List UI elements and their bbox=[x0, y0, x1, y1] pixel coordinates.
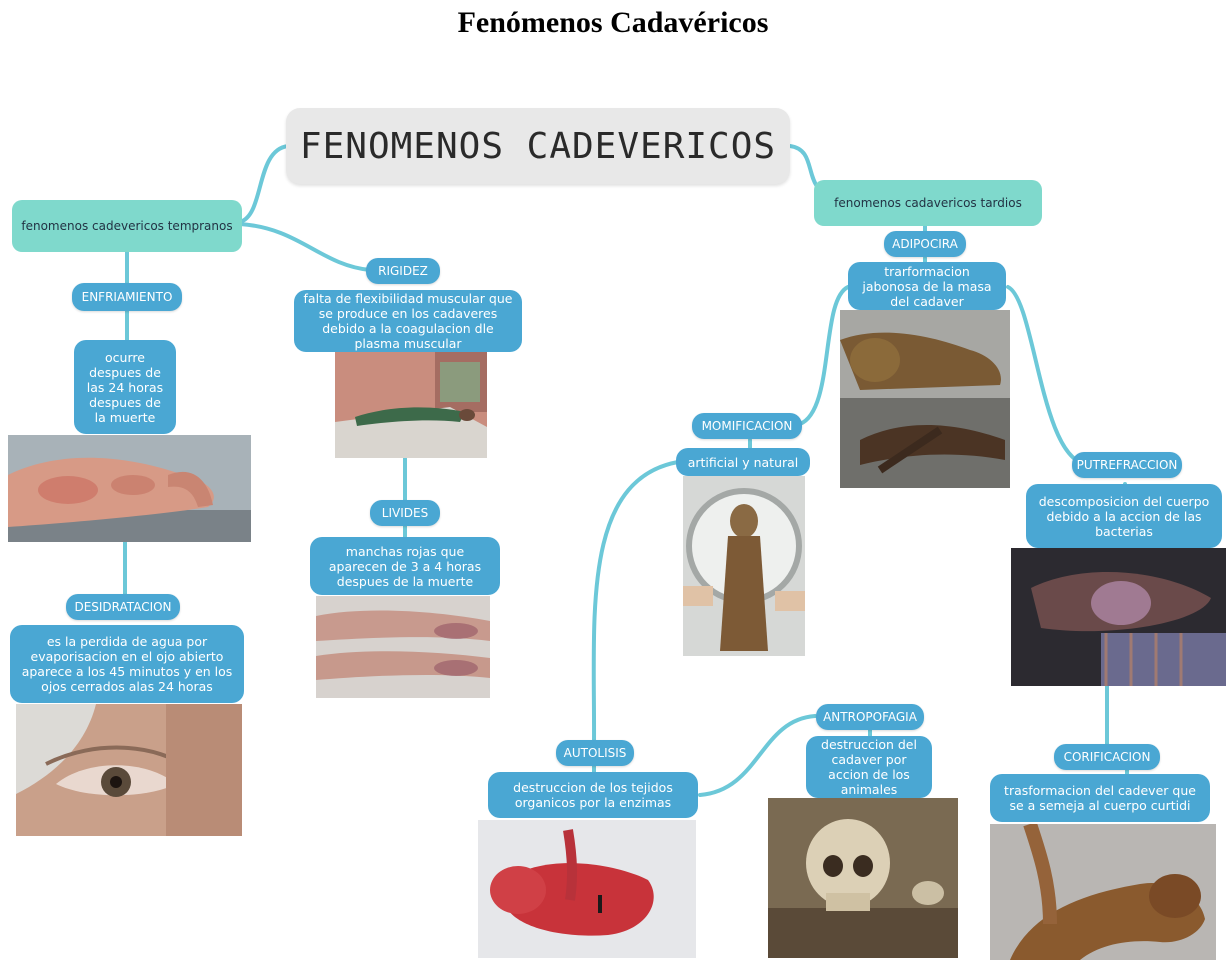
momificacion-node: MOMIFICACION bbox=[692, 413, 802, 439]
autolisis-node: AUTOLISIS bbox=[556, 740, 634, 766]
desidratacion-photo bbox=[16, 704, 242, 836]
antropofagia-node: ANTROPOFAGIA bbox=[816, 704, 924, 730]
desidratacion-node: DESIDRATACION bbox=[66, 594, 180, 620]
putrefraccion-description: descomposicion del cuerpo debido a la ac… bbox=[1026, 484, 1222, 548]
enfriamiento-description: ocurre despues de las 24 horas despues d… bbox=[74, 340, 176, 434]
adipocira-description: trarformacion jabonosa de la masa del ca… bbox=[848, 262, 1006, 310]
enfriamiento-photo bbox=[8, 435, 251, 542]
livides-description: manchas rojas que aparecen de 3 a 4 hora… bbox=[310, 537, 500, 595]
momificacion-description: artificial y natural bbox=[676, 448, 810, 476]
antropofagia-photo bbox=[768, 798, 958, 958]
autolisis-description: destruccion de los tejidos organicos por… bbox=[488, 772, 698, 818]
adipocira-node: ADIPOCIRA bbox=[884, 231, 966, 257]
late-phenomena-node: fenomenos cadavericos tardios bbox=[814, 180, 1042, 226]
adipocira-photo bbox=[840, 310, 1010, 488]
corificacion-node: CORIFICACION bbox=[1054, 744, 1160, 770]
early-phenomena-node: fenomenos cadevericos tempranos bbox=[12, 200, 242, 252]
corificacion-photo bbox=[990, 824, 1216, 960]
desidratacion-description: es la perdida de agua por evaporisacion … bbox=[10, 625, 244, 703]
livides-photo bbox=[316, 596, 490, 698]
autolisis-photo bbox=[478, 820, 696, 958]
enfriamiento-node: ENFRIAMIENTO bbox=[72, 283, 182, 311]
putrefraccion-photo bbox=[1011, 548, 1226, 686]
momificacion-photo bbox=[683, 476, 805, 656]
antropofagia-description: destruccion del cadaver por accion de lo… bbox=[806, 736, 932, 798]
rigidez-description: falta de flexibilidad muscular que se pr… bbox=[294, 290, 522, 352]
rigidez-photo bbox=[335, 352, 487, 458]
rigidez-node: RIGIDEZ bbox=[366, 258, 440, 284]
corificacion-description: trasformacion del cadever que se a semej… bbox=[990, 774, 1210, 822]
putrefraccion-node: PUTREFRACCION bbox=[1072, 452, 1182, 478]
livides-node: LIVIDES bbox=[370, 500, 440, 526]
map-title: FENOMENOS CADEVERICOS bbox=[286, 108, 790, 184]
page-title: Fenómenos Cadavéricos bbox=[457, 6, 769, 39]
